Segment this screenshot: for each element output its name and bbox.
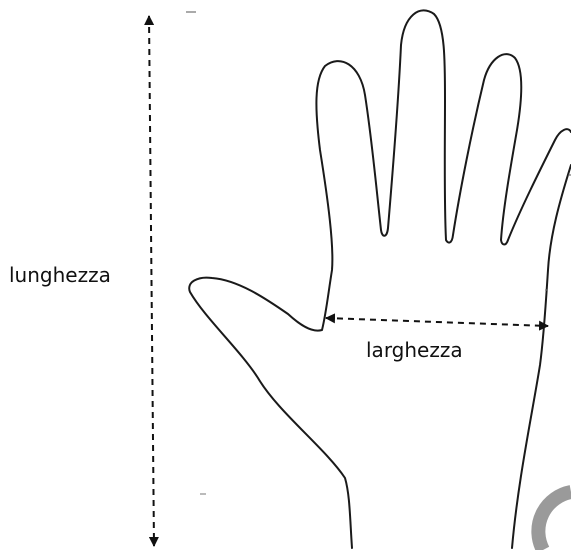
corner-ring-watermark: [538, 492, 571, 550]
hand-outline: [189, 10, 571, 548]
length-label: lunghezza: [9, 265, 111, 285]
width-arrow: [326, 318, 548, 326]
length-arrow: [149, 16, 154, 546]
width-label: larghezza: [366, 340, 463, 360]
